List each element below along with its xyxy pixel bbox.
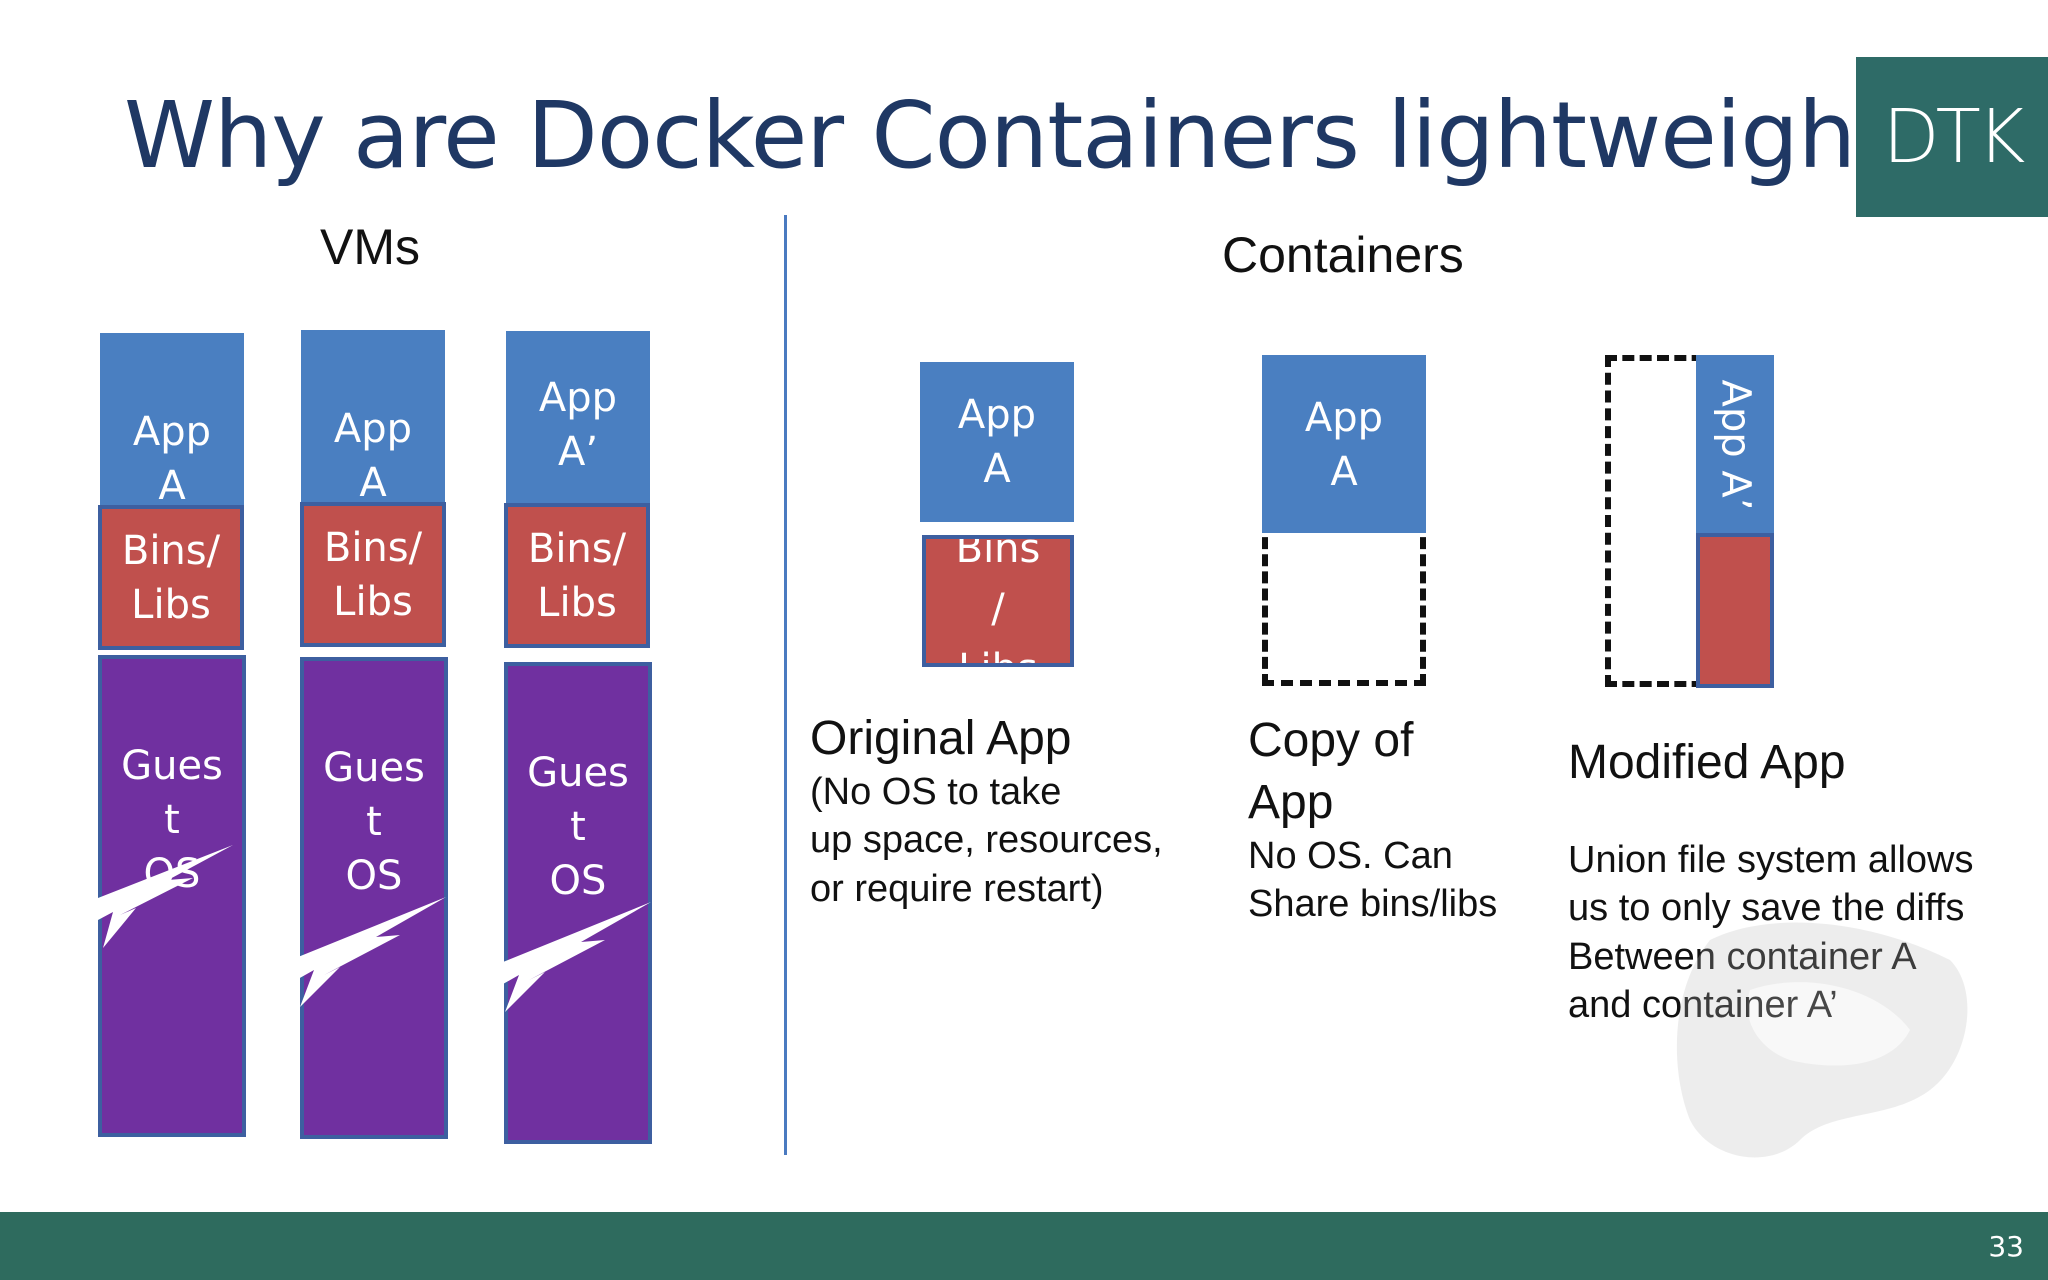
- modified-app-description: Union file system allows us to only save…: [1568, 839, 1974, 1026]
- container-app-box: App A: [1262, 355, 1426, 533]
- container-bins-label: Bins / Libs: [955, 535, 1041, 663]
- vm-bins-box: Bins/ Libs: [504, 503, 650, 648]
- vm-app-box: App A’: [506, 331, 650, 509]
- original-app-heading: Original App: [810, 712, 1072, 765]
- vms-label: VMs: [320, 219, 420, 275]
- container-bins-box: [1696, 533, 1774, 688]
- vm-bins-box: Bins/ Libs: [300, 502, 446, 647]
- slide-title: Why are Docker Containers lightweight?: [124, 82, 1939, 189]
- watermark-illustration: [1676, 922, 1968, 1158]
- container-app-box: App A: [920, 362, 1074, 522]
- lightning-bolt-icon: [298, 897, 446, 1007]
- vm-guest-os-box: Gues t OS: [300, 657, 448, 1139]
- modified-app-heading: Modified App: [1568, 736, 1846, 789]
- copy-app-description: No OS. Can Share bins/libs: [1248, 835, 1498, 926]
- vm-guest-os-box: Gues t OS: [504, 662, 652, 1144]
- dtk-logo: DTK: [1856, 57, 2048, 217]
- page-number: 33: [1988, 1230, 2024, 1263]
- vm-app-box: App A: [100, 333, 244, 511]
- section-divider: [784, 215, 787, 1155]
- shared-bins-placeholder: [1262, 520, 1426, 686]
- copy-app-heading: Copy of App: [1248, 714, 1414, 830]
- lightning-bolt-icon: [503, 902, 651, 1012]
- vm-guest-os-box: Gues t OS: [98, 655, 246, 1137]
- container-app-label: App A’: [1712, 379, 1758, 511]
- logo-text: DTK: [1882, 94, 2026, 180]
- containers-label: Containers: [1222, 227, 1464, 283]
- vm-app-box: App A: [301, 330, 445, 508]
- container-app-box: App A’: [1696, 355, 1774, 535]
- lightning-bolt-icon: [98, 845, 233, 948]
- vm-bins-box: Bins/ Libs: [98, 505, 244, 650]
- container-bins-box: Bins / Libs: [922, 535, 1074, 667]
- original-app-description: (No OS to take up space, resources, or r…: [810, 771, 1163, 910]
- footer-bar: [0, 1212, 2048, 1280]
